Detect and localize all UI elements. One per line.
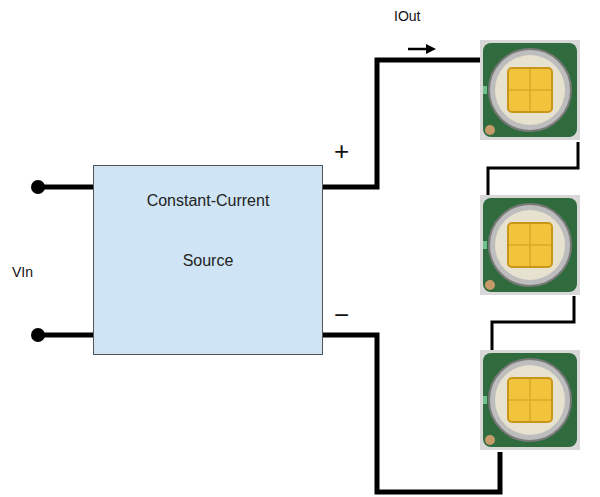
polarity-sign: − (334, 300, 349, 331)
led-lens (495, 55, 565, 125)
led-chip (508, 378, 552, 422)
led-marker (483, 86, 487, 94)
current-arrow (408, 48, 428, 51)
input-wire (38, 333, 93, 338)
polarity-sign: + (334, 136, 349, 167)
led-chip (508, 223, 552, 267)
led-dome (489, 359, 571, 441)
led-chip-grid (509, 224, 551, 266)
led-component (480, 40, 580, 140)
led-marker (483, 396, 487, 404)
output-wire (323, 60, 486, 187)
led-frame (480, 40, 580, 140)
voltage-label: VIn (12, 264, 33, 280)
led-lens (495, 210, 565, 280)
led-component (480, 350, 580, 450)
led-lens (495, 365, 565, 435)
input-wire (38, 185, 93, 190)
output-wire (323, 335, 500, 492)
led-pad (485, 435, 495, 445)
led-pad (485, 280, 495, 290)
led-frame (480, 350, 580, 450)
led-pad (485, 125, 495, 135)
led-dome (489, 49, 571, 131)
input-terminal (31, 328, 45, 342)
led-chip (508, 68, 552, 112)
led-board (483, 198, 577, 292)
led-marker (483, 241, 487, 249)
source-box: Constant-Current Source (93, 165, 323, 355)
led-chip-grid (509, 379, 551, 421)
led-board (483, 353, 577, 447)
led-chip-grid (509, 69, 551, 111)
led-link-wire (492, 296, 574, 351)
led-dome (489, 204, 571, 286)
led-component (480, 195, 580, 295)
input-terminal (31, 180, 45, 194)
led-board (483, 43, 577, 137)
led-frame (480, 195, 580, 295)
led-link-wire (488, 142, 578, 196)
current-arrowhead (426, 44, 436, 54)
current-label: IOut (394, 8, 420, 24)
box-label: Constant-Current Source (128, 171, 288, 291)
